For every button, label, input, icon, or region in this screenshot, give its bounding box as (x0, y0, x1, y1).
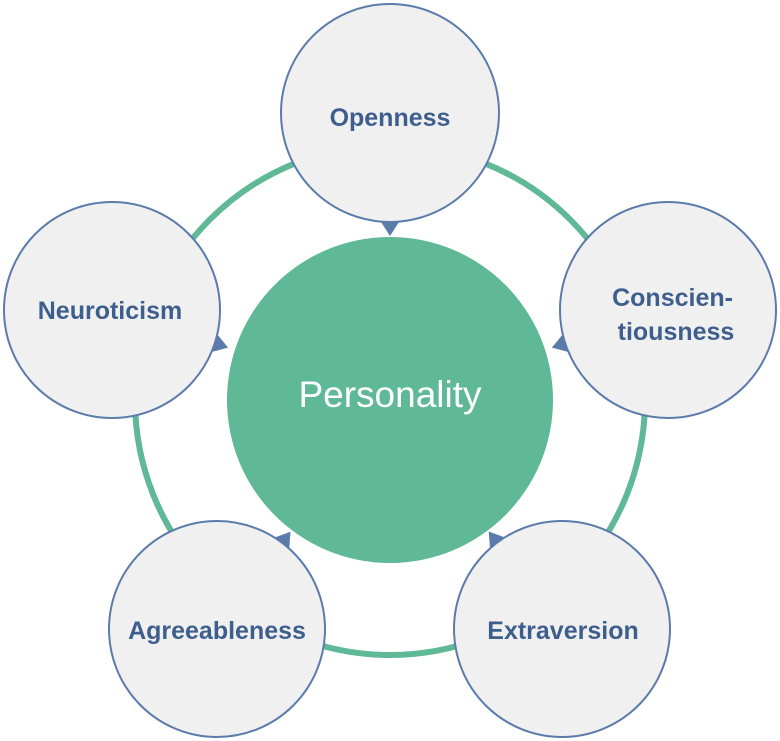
trait-extraversion: Extraversion (453, 520, 671, 738)
trait-conscientiousness: Conscien- tiousness (559, 201, 777, 419)
conscientiousness-bubble (559, 201, 777, 419)
extraversion-bubble (453, 520, 671, 738)
neuroticism-bubble (3, 201, 221, 419)
center-circle (227, 237, 553, 563)
conscientiousness-label-line-2: tiousness (618, 318, 735, 346)
extraversion-label-line-1: Extraversion (487, 617, 638, 645)
neuroticism-label-line-1: Neuroticism (38, 297, 182, 325)
agreeableness-label-line-1: Agreeableness (128, 617, 306, 645)
trait-agreeableness: Agreeableness (108, 520, 326, 738)
conscientiousness-label: Conscien- tiousness (612, 284, 740, 346)
trait-neuroticism: Neuroticism (3, 201, 221, 419)
openness-label-line-1: Openness (330, 104, 451, 132)
extraversion-label: Extraversion (487, 617, 638, 645)
trait-bubbles: Openness Conscien- tiousness Extraversio… (3, 3, 777, 738)
trait-openness: Openness (280, 3, 500, 223)
agreeableness-label: Agreeableness (128, 617, 306, 645)
agreeableness-bubble (108, 520, 326, 738)
openness-label: Openness (330, 104, 451, 132)
openness-bubble (280, 3, 500, 223)
conscientiousness-label-line-1: Conscien- (612, 284, 733, 312)
neuroticism-label: Neuroticism (38, 297, 182, 325)
center-label: Personality (298, 374, 482, 415)
